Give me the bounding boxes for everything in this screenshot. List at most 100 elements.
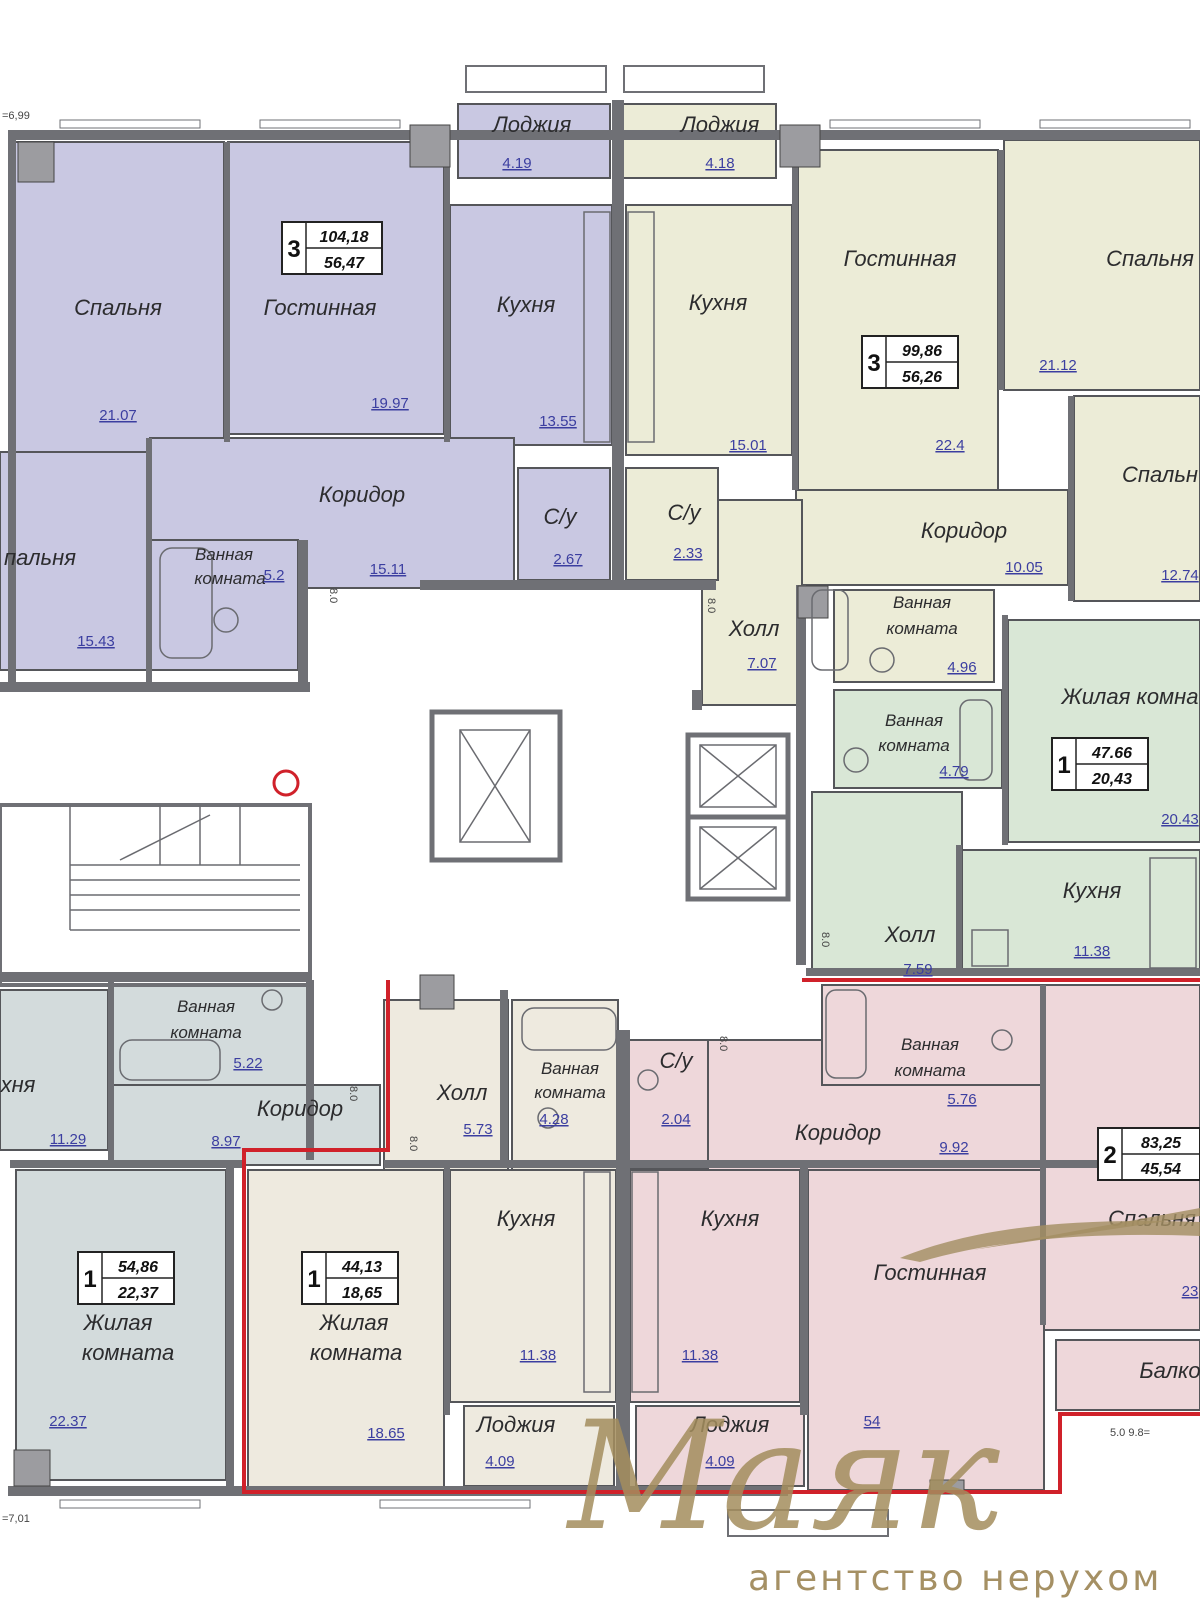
bath-b-area: 4.96 — [947, 659, 976, 676]
room-bath-b — [833, 589, 995, 683]
badge-rooms: 1 — [307, 1266, 320, 1293]
room-living-c — [1007, 619, 1200, 843]
badge-living: 20,43 — [1091, 771, 1132, 788]
badge-total: 47.66 — [1091, 745, 1132, 762]
living-a-name: Гостинная — [264, 295, 377, 320]
living-d-name-2: комната — [82, 1340, 174, 1365]
kitchen-counters — [583, 211, 1197, 1393]
loggia-tr-area: 4.18 — [705, 155, 734, 172]
kitchen-c-area: 11.38 — [1074, 943, 1110, 960]
corridor-b-area: 10.05 — [1005, 559, 1043, 576]
stair-lines — [69, 805, 300, 931]
badge-living: 56,47 — [324, 255, 365, 272]
kitchen-b-area: 15.01 — [729, 437, 767, 454]
room-hall-c — [811, 791, 963, 973]
wc-f-area: 2.04 — [661, 1111, 690, 1128]
apartment-badge: 2 83,25 45,54 — [1097, 1127, 1200, 1181]
dim-bottom: =7,01 — [2, 1513, 30, 1525]
room-kitchen-d — [0, 989, 109, 1151]
svg-text:8.0: 8.0 — [717, 1036, 729, 1051]
bath-f-area: 5.76 — [947, 1091, 976, 1108]
room-labels: Лоджия 4.19 Лоджия 4.18 Спальня 21.07 Го… — [0, 112, 1200, 1470]
room-kitchen-e — [449, 1169, 617, 1403]
badge-living: 18,65 — [342, 1285, 383, 1302]
room-loggia-f — [635, 1405, 805, 1487]
windows — [59, 65, 1191, 1537]
wc-a-name: С/у — [544, 504, 579, 529]
brand-logo-script: Маяк — [565, 1390, 1000, 1564]
badge-rooms: 2 — [1103, 1142, 1116, 1169]
bath-c-name-1: Ванная — [885, 711, 943, 730]
badge-rooms: 1 — [1057, 752, 1070, 779]
living-e-name-1: Жилая — [319, 1310, 389, 1335]
bedroom-a2-name: пальня — [4, 545, 76, 570]
room-hall-e — [383, 999, 509, 1171]
bedroom-b-name: Спальня — [1106, 246, 1194, 271]
wc-f-name: С/у — [660, 1048, 695, 1073]
bath-d-name-1: Ванная — [177, 997, 235, 1016]
selected-apartment-outline — [242, 978, 1200, 1494]
kitchen-d-area: 11.29 — [50, 1131, 86, 1148]
bath-b-name-2: комната — [886, 619, 957, 638]
room-loggia-e — [463, 1405, 615, 1487]
room-bath-f — [821, 984, 1043, 1086]
room-kitchen-f — [629, 1169, 801, 1403]
room-bath-d — [111, 984, 309, 1086]
kitchen-f-area: 11.38 — [682, 1347, 718, 1364]
badge-rooms: 3 — [867, 350, 880, 377]
hall-e-name: Холл — [436, 1080, 488, 1105]
svg-text:8.0: 8.0 — [347, 1086, 359, 1101]
bedroom-b2-area: 12.74 — [1161, 567, 1199, 584]
room-bedroom-a2 — [0, 451, 151, 671]
loggia-f-name: Лоджия — [689, 1412, 770, 1437]
kitchen-a-name: Кухня — [497, 292, 556, 317]
room-corridor-b — [795, 489, 1069, 586]
room-bedroom-a — [13, 141, 225, 453]
kitchen-d-name: хня — [0, 1072, 36, 1097]
brand-logo — [900, 1208, 1200, 1262]
bath-d-area: 5.22 — [233, 1055, 262, 1072]
brand-logo-subtitle: агентство нерухом — [748, 1558, 1162, 1599]
loggia-tr-name: Лоджия — [679, 112, 760, 137]
living-b-name: Гостинная — [844, 246, 957, 271]
lift-shaft-1 — [429, 709, 563, 863]
bedroom-a2-area: 15.43 — [77, 633, 115, 650]
wc-a-area: 2.67 — [553, 551, 582, 568]
room-bath-e — [511, 999, 619, 1171]
logo-swoosh — [900, 1220, 1200, 1262]
hall-c-area: 7.59 — [903, 961, 932, 978]
kitchen-c-name: Кухня — [1063, 878, 1122, 903]
badge-rooms: 3 — [287, 236, 300, 263]
bath-a-area: 5.2 — [264, 567, 285, 584]
hall-b-area: 7.07 — [747, 655, 776, 672]
loggia-tl-name: Лоджия — [491, 112, 572, 137]
apartment-badge: 1 47.66 20,43 — [1051, 737, 1149, 791]
room-living-e — [247, 1169, 445, 1489]
room-bedroom-b2 — [1073, 395, 1200, 602]
corridor-f-area: 9.92 — [939, 1139, 968, 1156]
bedroom-b-area: 21.12 — [1039, 357, 1077, 374]
room-balcony-f — [1055, 1339, 1200, 1411]
room-bath-c — [833, 689, 1003, 789]
badge-rooms: 1 — [83, 1266, 96, 1293]
room-living-a — [227, 141, 445, 435]
hall-b-name: Холл — [728, 616, 780, 641]
corridor-b-name: Коридор — [921, 518, 1007, 543]
bath-e-name-2: комната — [534, 1083, 605, 1102]
bath-b-name-1: Ванная — [893, 593, 951, 612]
living-f-area: 54 — [864, 1413, 881, 1430]
living-c-area: 20.43 — [1161, 811, 1199, 828]
apartment-badge: 3 99,86 56,26 — [861, 335, 959, 389]
svg-text:8.0: 8.0 — [327, 588, 339, 603]
loggia-f-area: 4.09 — [705, 1453, 734, 1470]
dim-bottom-right: 5.0 9.8= — [1110, 1427, 1150, 1439]
bath-c-area: 4.79 — [939, 763, 968, 780]
badge-living: 22,37 — [117, 1285, 159, 1302]
loggia-tl-area: 4.19 — [502, 155, 531, 172]
columns — [13, 124, 965, 1495]
bedroom-f-area: 23 — [1182, 1283, 1199, 1300]
kitchen-f-name: Кухня — [701, 1206, 760, 1231]
apartment-badge: 3 104,18 56,47 — [281, 221, 383, 275]
room-loggia-tl — [457, 103, 611, 179]
